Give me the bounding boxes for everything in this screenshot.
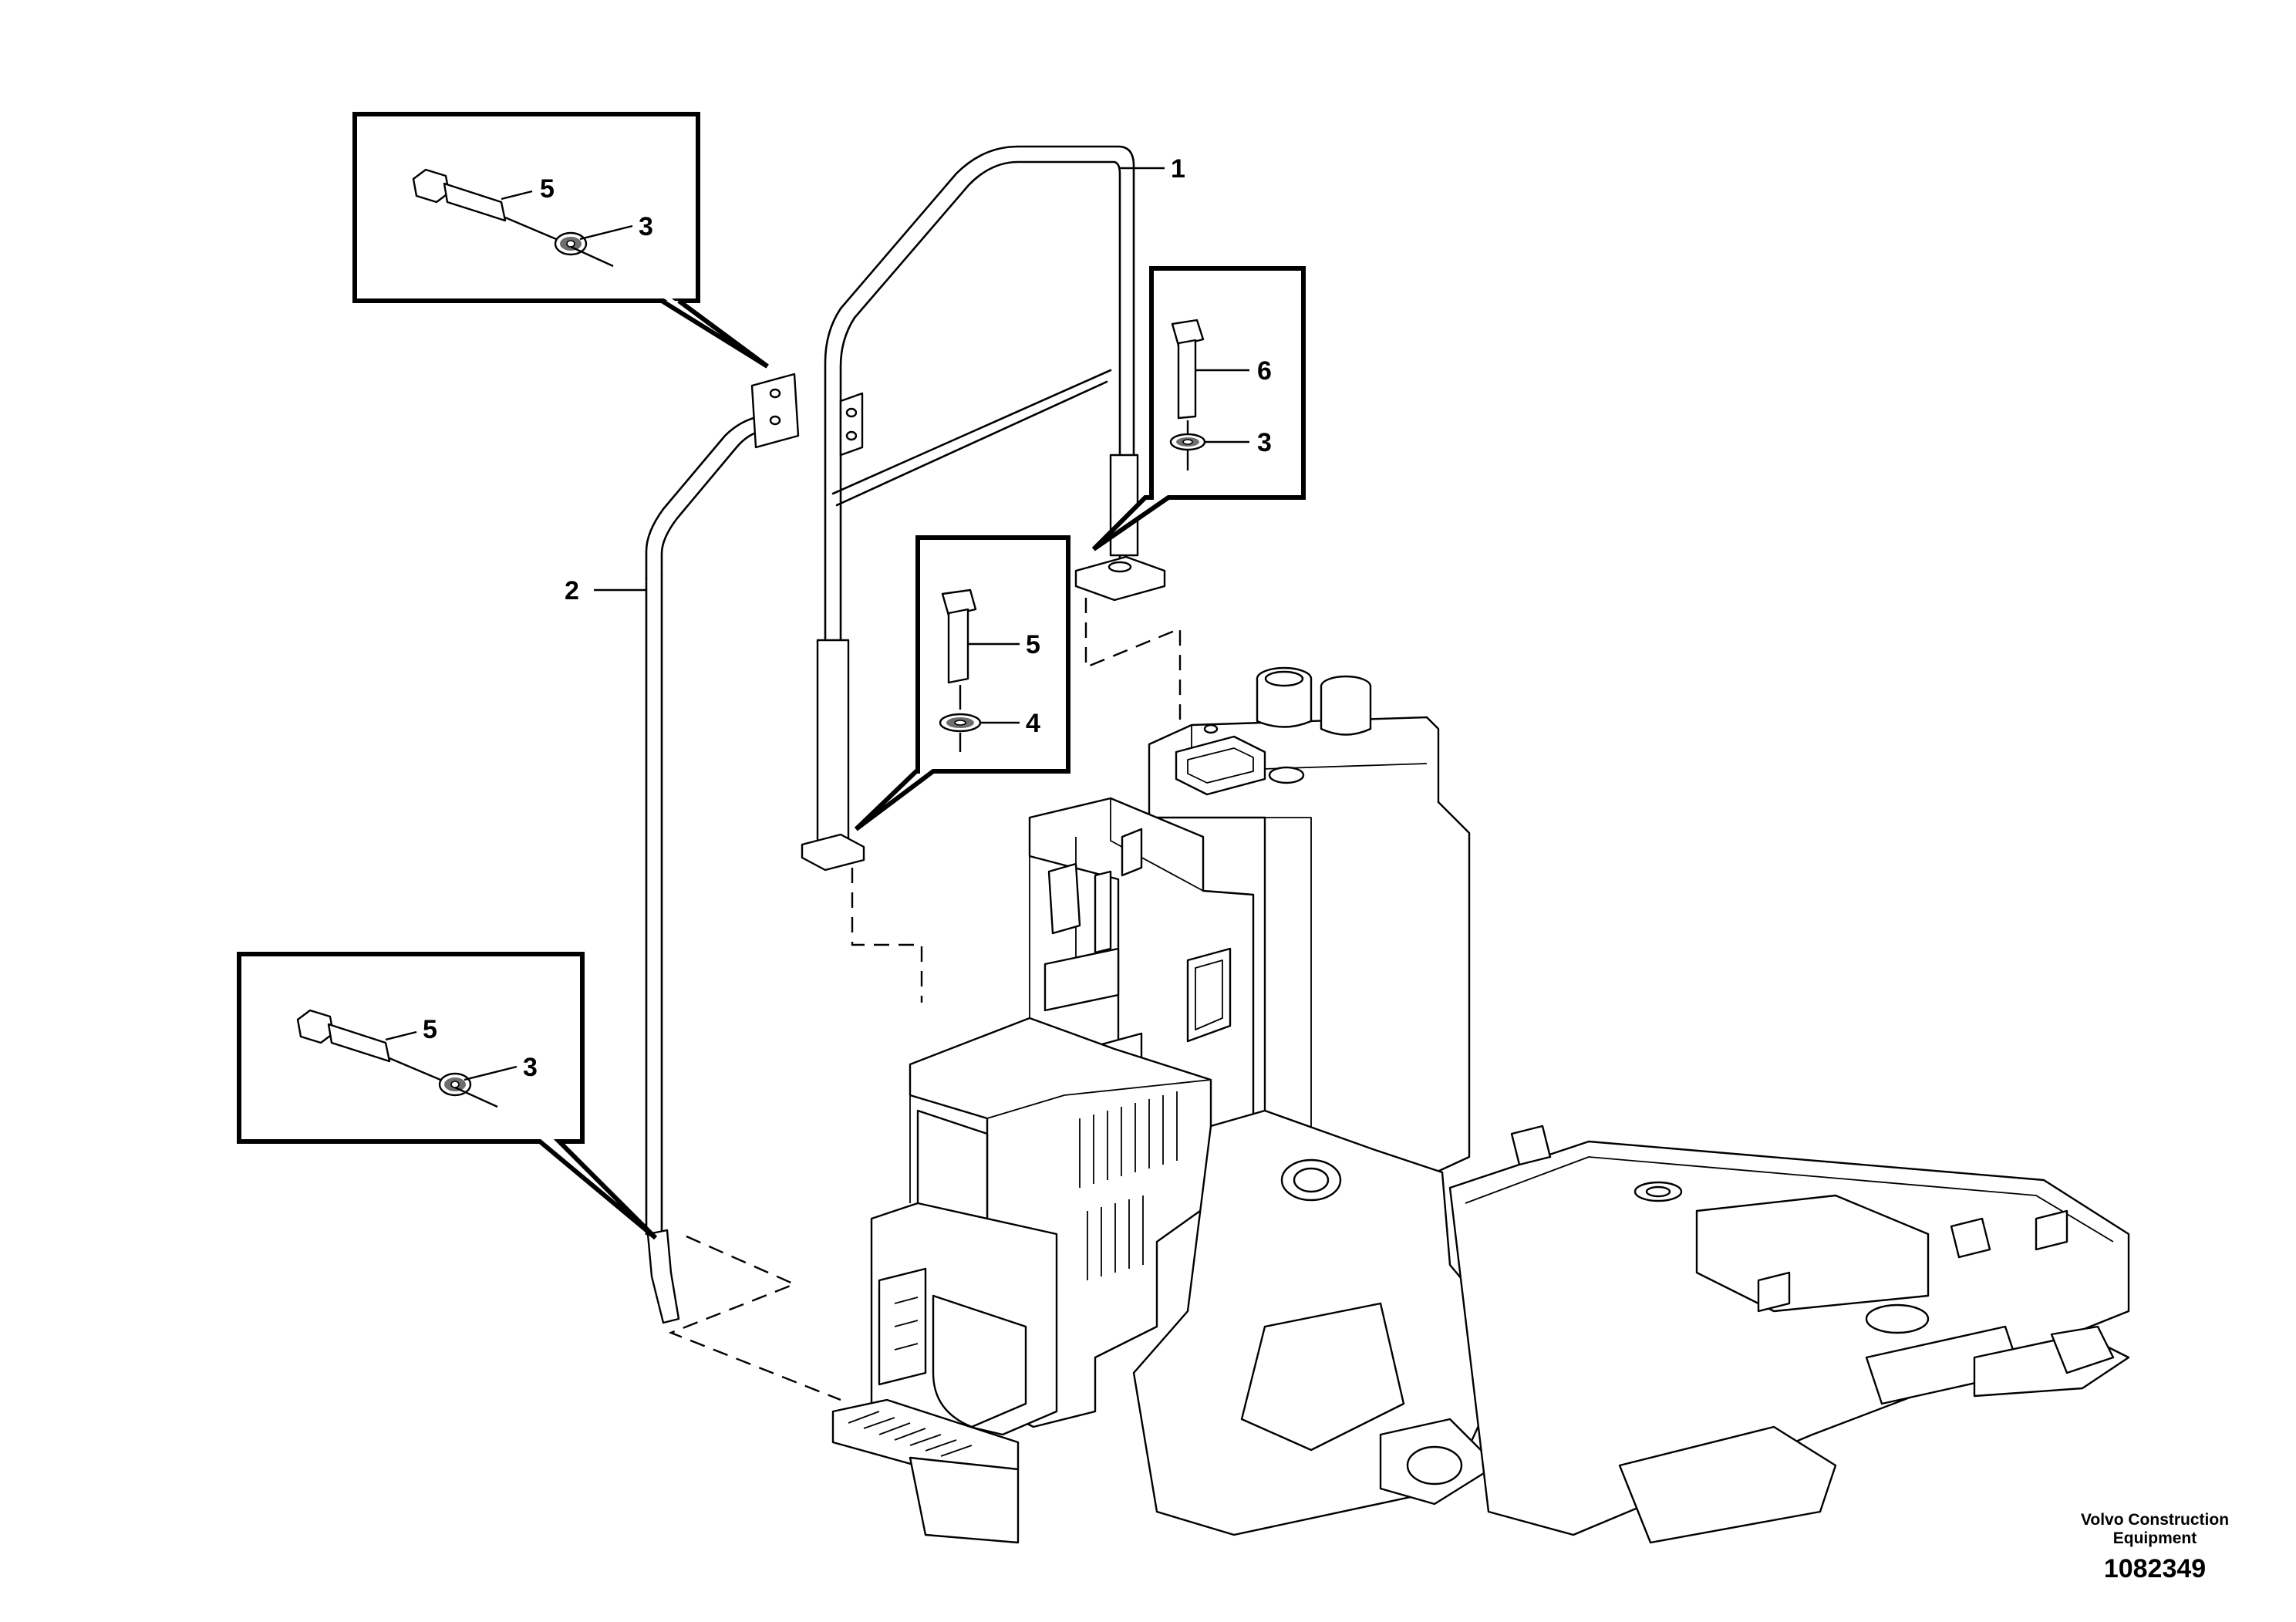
callout-inset-c-washer: 4 <box>1026 709 1040 738</box>
callout-inset-a-washer: 3 <box>639 212 653 241</box>
callout-inset-a-bolt: 5 <box>540 174 555 204</box>
hex-bolt-icon <box>412 168 507 222</box>
callout-inset-b-washer: 3 <box>1257 428 1272 457</box>
footer-company-line2: Equipment <box>2113 1529 2197 1547</box>
vent-slots <box>1079 1091 1178 1280</box>
callout-inset-d-washer: 3 <box>523 1053 538 1082</box>
callout-inset-b-bolt: 6 <box>1257 356 1272 386</box>
washer-icon <box>939 713 982 733</box>
hex-bolt-icon <box>941 588 977 684</box>
handrail-item-2 <box>645 373 800 1324</box>
inset-c: 5 4 <box>854 535 1070 831</box>
drawing-footer: Volvo Construction Equipment 1082349 <box>2081 1511 2229 1583</box>
washer-icon <box>1169 433 1206 451</box>
footer-drawing-number: 1082349 <box>2104 1554 2206 1583</box>
inset-a: 5 3 <box>352 112 769 369</box>
callout-item-1: 1 <box>1171 154 1185 184</box>
inset-b: 6 3 <box>1091 266 1306 551</box>
callout-item-2: 2 <box>565 576 579 605</box>
washer-icon <box>554 231 588 256</box>
hex-bolt-icon <box>1171 319 1205 420</box>
inset-d: 5 3 <box>237 952 658 1240</box>
main-callouts: 1 2 <box>565 154 1185 605</box>
callout-inset-d-bolt: 5 <box>423 1015 437 1044</box>
washer-icon <box>438 1072 472 1097</box>
callout-inset-c-bolt: 5 <box>1026 630 1040 659</box>
assembly-lines <box>668 598 1182 1401</box>
footer-company-line1: Volvo Construction <box>2081 1511 2229 1529</box>
hex-bolt-icon <box>296 1009 391 1063</box>
upper-frame-structure <box>831 666 2130 1544</box>
